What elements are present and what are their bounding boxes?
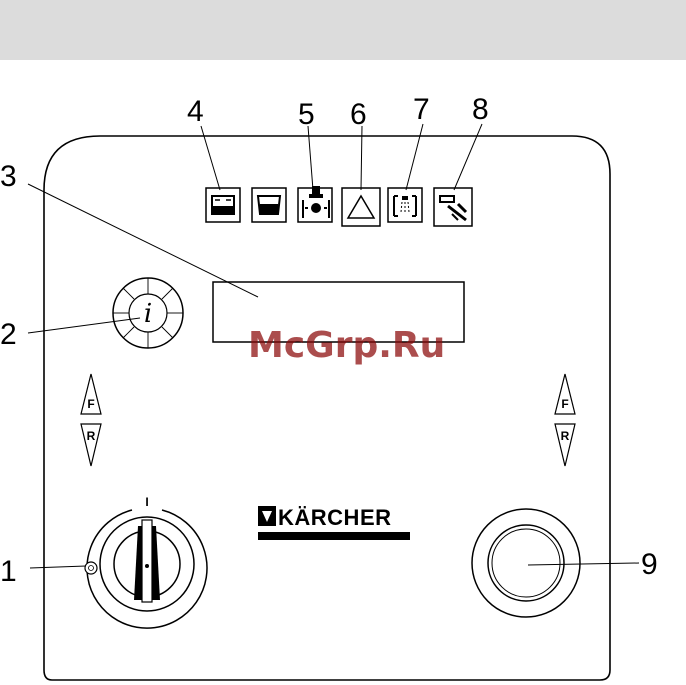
callout-2: 2 [0,318,17,351]
callout-5: 5 [298,98,315,131]
brand-text: KÄRCHER [278,505,392,530]
callout-7: 7 [413,93,430,126]
direction-switch-left[interactable]: F R [81,374,101,466]
push-button[interactable] [472,509,580,617]
tank-icon [252,188,286,222]
callout-1: 1 [0,555,17,588]
battery-icon [206,188,240,222]
info-button[interactable]: i [113,278,183,348]
brush-icon [298,186,332,222]
wrench-icon [434,188,472,226]
reverse-label-right: R [561,429,570,443]
forward-label-left: F [87,397,94,411]
forward-label-right: F [561,397,568,411]
warning-triangle-icon [342,188,380,226]
callout-8: 8 [472,93,489,126]
callout-3: 3 [0,160,17,193]
callout-6: 6 [350,98,367,131]
callout-9: 9 [641,548,658,581]
key-switch[interactable]: I [85,495,207,628]
key-indicator-light [85,562,97,574]
callout-4: 4 [187,95,204,128]
reverse-label-left: R [87,429,96,443]
spray-icon [388,188,422,222]
indicator-row [206,186,472,226]
direction-switch-right[interactable]: F R [555,374,575,466]
key-on-mark: I [145,495,148,509]
brand-logo: KÄRCHER [258,505,410,540]
watermark: McGrp.Ru [248,325,445,366]
info-symbol: i [144,299,152,329]
